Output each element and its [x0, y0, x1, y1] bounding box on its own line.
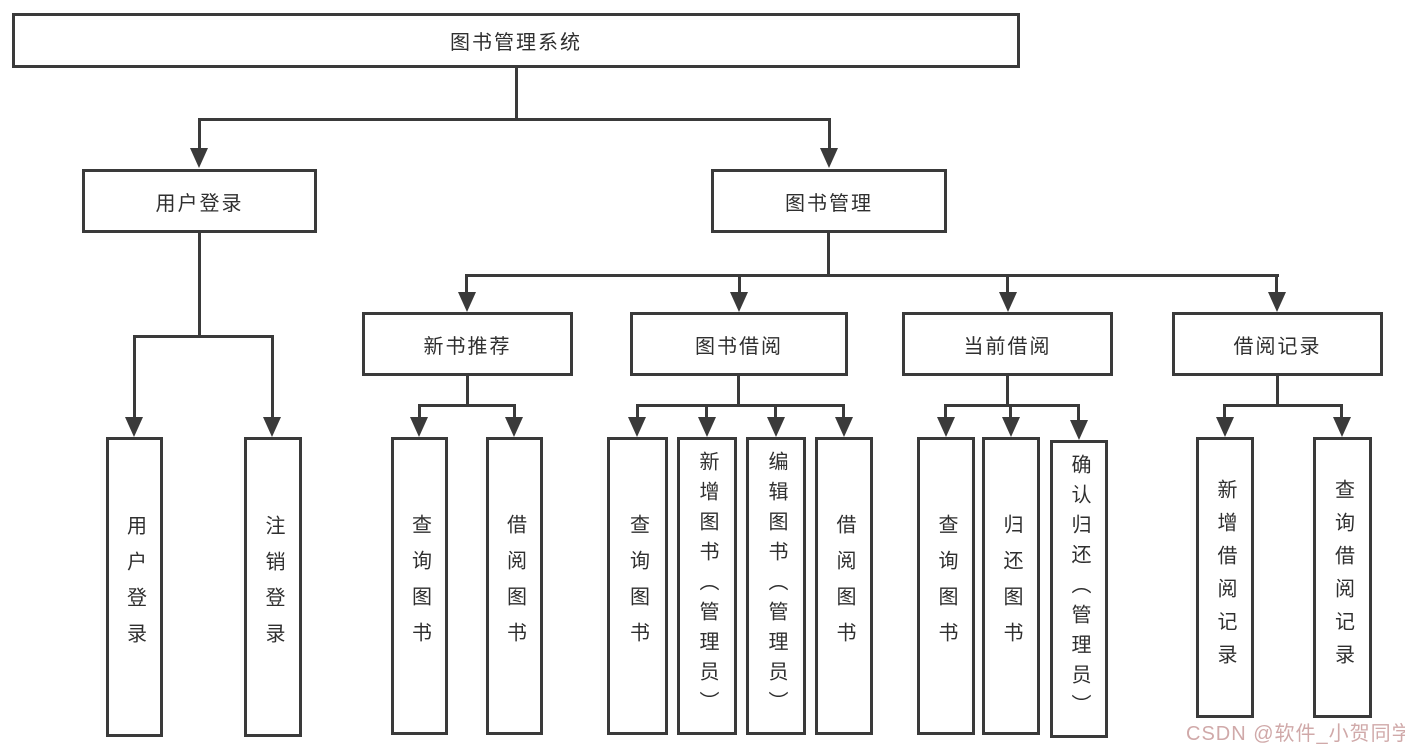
arrowhead-down-icon — [125, 417, 143, 437]
leaf-borrow-books: 借阅图书 — [815, 437, 873, 735]
arrowhead-down-icon — [820, 148, 838, 168]
connector-line — [1006, 274, 1009, 296]
connector-line — [1340, 404, 1343, 422]
node-book-management: 图书管理 — [711, 169, 947, 233]
connector-line — [636, 404, 845, 407]
connector-line — [1006, 376, 1009, 404]
connector-line — [133, 335, 136, 420]
connector-line — [1223, 404, 1343, 407]
arrowhead-down-icon — [505, 417, 523, 437]
root-node-library-management-system: 图书管理系统 — [12, 13, 1020, 68]
leaf-query-borrow-record-label: 查询借阅记录 — [1331, 478, 1354, 677]
connector-line — [827, 233, 830, 274]
leaf-add-books-admin: 新增图书（管理员） — [677, 437, 737, 735]
connector-line — [133, 335, 274, 338]
leaf-borrow-books: 借阅图书 — [486, 437, 543, 735]
node-book-management-label: 图书管理 — [785, 192, 873, 215]
leaf-user-login: 用户登录 — [106, 437, 163, 737]
arrowhead-down-icon — [999, 292, 1017, 312]
node-user-login: 用户登录 — [82, 169, 317, 233]
connector-line — [1276, 376, 1279, 404]
leaf-return-books: 归还图书 — [982, 437, 1040, 735]
leaf-query-books-label: 查询图书 — [408, 514, 431, 658]
leaf-query-books: 查询图书 — [607, 437, 668, 735]
leaf-confirm-return-admin-label: 确认归还（管理员） — [1068, 454, 1090, 724]
connector-line — [465, 274, 468, 296]
node-book-borrowing-label: 图书借阅 — [695, 335, 783, 358]
connector-line — [515, 68, 518, 118]
connector-line — [1077, 404, 1080, 424]
arrowhead-down-icon — [190, 148, 208, 168]
connector-line — [737, 376, 740, 404]
node-new-book-recommendation-label: 新书推荐 — [423, 335, 512, 358]
connector-line — [513, 404, 516, 422]
csdn-watermark: CSDN @软件_小贺同学 — [1186, 723, 1405, 745]
node-user-login-label: 用户登录 — [155, 192, 244, 215]
arrowhead-down-icon — [1216, 417, 1234, 437]
connector-line — [418, 404, 421, 422]
connector-line — [774, 404, 777, 422]
leaf-add-books-admin-label: 新增图书（管理员） — [696, 451, 718, 721]
arrowhead-down-icon — [458, 292, 476, 312]
node-borrowing-records-label: 借阅记录 — [1233, 335, 1322, 358]
leaf-borrow-books-label: 借阅图书 — [503, 514, 526, 658]
connector-line — [198, 118, 201, 150]
node-new-book-recommendation: 新书推荐 — [362, 312, 573, 376]
arrowhead-down-icon — [698, 417, 716, 437]
arrowhead-down-icon — [730, 292, 748, 312]
connector-line — [418, 404, 516, 407]
arrowhead-down-icon — [835, 417, 853, 437]
arrowhead-down-icon — [628, 417, 646, 437]
leaf-query-books-label: 查询图书 — [935, 514, 957, 658]
leaf-return-books-label: 归还图书 — [1000, 514, 1022, 658]
connector-line — [1009, 404, 1012, 422]
node-book-borrowing: 图书借阅 — [630, 312, 848, 376]
arrowhead-down-icon — [1333, 417, 1351, 437]
root-node-label: 图书管理系统 — [450, 32, 582, 54]
leaf-logout-label: 注销登录 — [262, 515, 284, 659]
arrowhead-down-icon — [767, 417, 785, 437]
leaf-query-books-label: 查询图书 — [626, 514, 649, 658]
connector-line — [828, 118, 831, 150]
connector-line — [842, 404, 845, 422]
connector-line — [944, 404, 1080, 407]
arrowhead-down-icon — [937, 417, 955, 437]
node-current-borrowing: 当前借阅 — [902, 312, 1113, 376]
connector-line — [466, 274, 1279, 277]
connector-line — [705, 404, 708, 422]
connector-line — [198, 233, 201, 335]
leaf-logout: 注销登录 — [244, 437, 302, 737]
connector-line — [636, 404, 639, 422]
connector-line — [738, 274, 741, 296]
leaf-edit-books-admin: 编辑图书（管理员） — [746, 437, 806, 735]
connector-line — [271, 335, 274, 420]
leaf-add-borrow-record: 新增借阅记录 — [1196, 437, 1254, 718]
arrowhead-down-icon — [1002, 417, 1020, 437]
leaf-user-login-label: 用户登录 — [123, 515, 146, 659]
arrowhead-down-icon — [1070, 420, 1088, 440]
connector-line — [944, 404, 947, 422]
arrowhead-down-icon — [410, 417, 428, 437]
leaf-edit-books-admin-label: 编辑图书（管理员） — [765, 451, 787, 721]
leaf-query-books: 查询图书 — [917, 437, 975, 735]
connector-line — [198, 118, 831, 121]
leaf-query-books: 查询图书 — [391, 437, 448, 735]
leaf-query-borrow-record: 查询借阅记录 — [1313, 437, 1372, 718]
connector-line — [1275, 274, 1278, 296]
connector-line — [466, 376, 469, 404]
node-current-borrowing-label: 当前借阅 — [963, 335, 1052, 358]
arrowhead-down-icon — [263, 417, 281, 437]
leaf-add-borrow-record-label: 新增借阅记录 — [1214, 478, 1236, 677]
connector-line — [1223, 404, 1226, 422]
leaf-confirm-return-admin: 确认归还（管理员） — [1050, 440, 1108, 738]
arrowhead-down-icon — [1268, 292, 1286, 312]
node-borrowing-records: 借阅记录 — [1172, 312, 1383, 376]
leaf-borrow-books-label: 借阅图书 — [833, 514, 855, 658]
